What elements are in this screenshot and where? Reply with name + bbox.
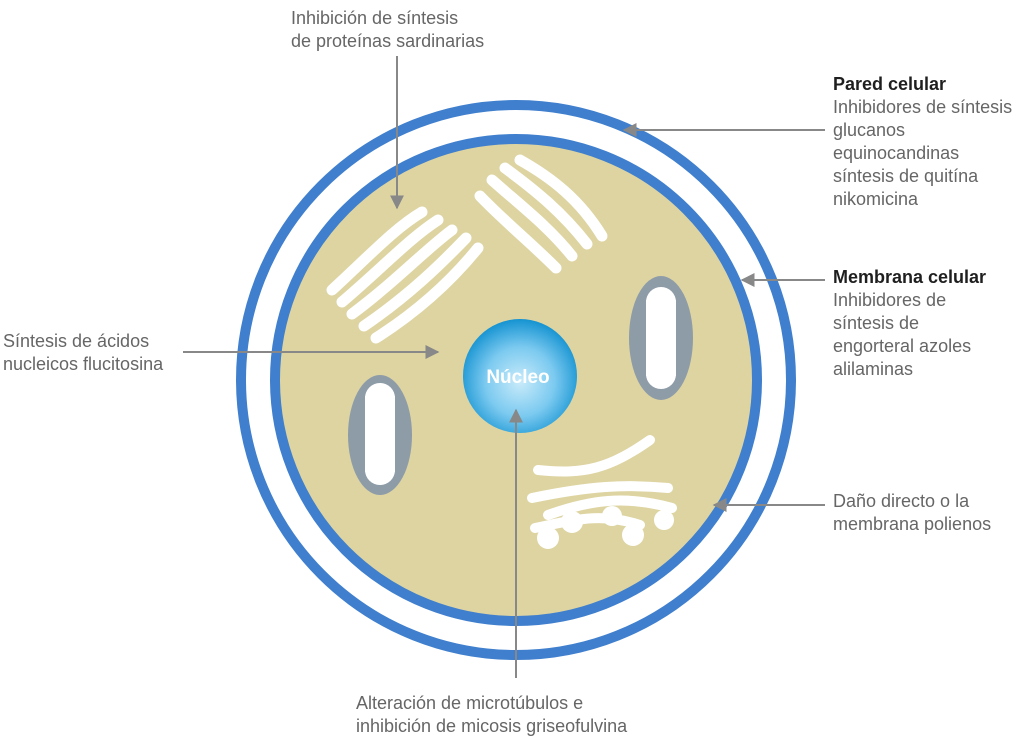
label-line: síntesis de bbox=[833, 313, 920, 333]
mitochondrion-right bbox=[629, 276, 693, 400]
mitochondrion-left bbox=[348, 375, 412, 495]
label-heading: Membrana celular bbox=[833, 267, 987, 287]
label-membrane-damage: Daño directo o la membrana polienos bbox=[833, 490, 991, 536]
label-line: Síntesis de ácidos bbox=[3, 331, 150, 351]
label-line: nucleicos flucitosina bbox=[3, 354, 164, 374]
label-line: síntesis de quitína bbox=[833, 166, 979, 186]
nucleus-label: Núcleo bbox=[486, 367, 549, 388]
label-cell-wall: Pared celular Inhibidores de síntesis gl… bbox=[833, 73, 1012, 211]
label-line: glucanos bbox=[833, 120, 906, 140]
golgi-strands bbox=[474, 154, 608, 274]
label-line: de proteínas sardinarias bbox=[291, 31, 485, 51]
reticulum-vesicles bbox=[527, 435, 677, 549]
er-strands-left bbox=[326, 206, 484, 344]
label-line: alilaminas bbox=[833, 359, 914, 379]
label-heading: Pared celular bbox=[833, 74, 947, 94]
label-nucleic-acid-synthesis: Síntesis de ácidos nucleicos flucitosina bbox=[3, 330, 163, 376]
label-line: Daño directo o la bbox=[833, 491, 970, 511]
label-line: membrana polienos bbox=[833, 514, 992, 534]
label-line: equinocandinas bbox=[833, 143, 960, 163]
label-line: inhibición de micosis griseofulvina bbox=[356, 716, 628, 736]
label-microtubules: Alteración de microtúbulos e inhibición … bbox=[356, 692, 627, 738]
label-line: Inhibidores de bbox=[833, 290, 947, 310]
label-line: nikomicina bbox=[833, 189, 919, 209]
label-line: Alteración de microtúbulos e bbox=[356, 693, 584, 713]
label-cell-membrane: Membrana celular Inhibidores de síntesis… bbox=[833, 266, 986, 381]
nucleus bbox=[463, 319, 577, 433]
label-line: Inhibición de síntesis bbox=[291, 8, 459, 28]
label-protein-synthesis: Inhibición de síntesis de proteínas sard… bbox=[291, 7, 484, 53]
label-line: Inhibidores de síntesis bbox=[833, 97, 1013, 117]
label-line: engorteral azoles bbox=[833, 336, 972, 356]
